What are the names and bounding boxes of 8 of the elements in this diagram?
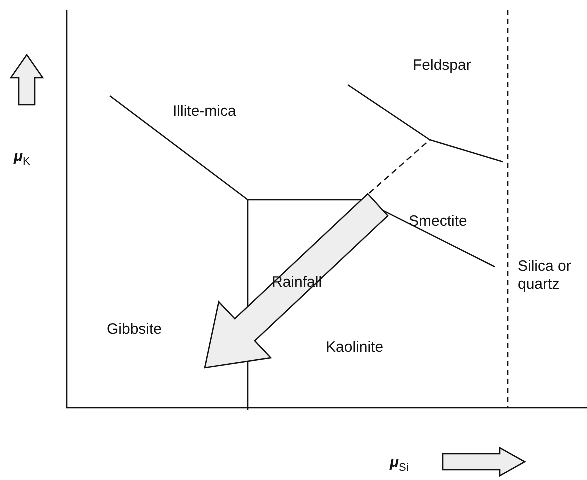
- axis-label: μ$_{K}$: [14, 148, 30, 170]
- axis-label: μ$_{Si}$: [390, 454, 409, 476]
- region-label: Kaolinite: [326, 339, 384, 357]
- region-label: Gibbsite: [107, 321, 162, 339]
- region-label: Smectite: [409, 213, 468, 231]
- region-label: Silica or quartz: [518, 258, 572, 294]
- region-label: Illite-mica: [173, 103, 236, 121]
- region-label: Feldspar: [413, 57, 472, 75]
